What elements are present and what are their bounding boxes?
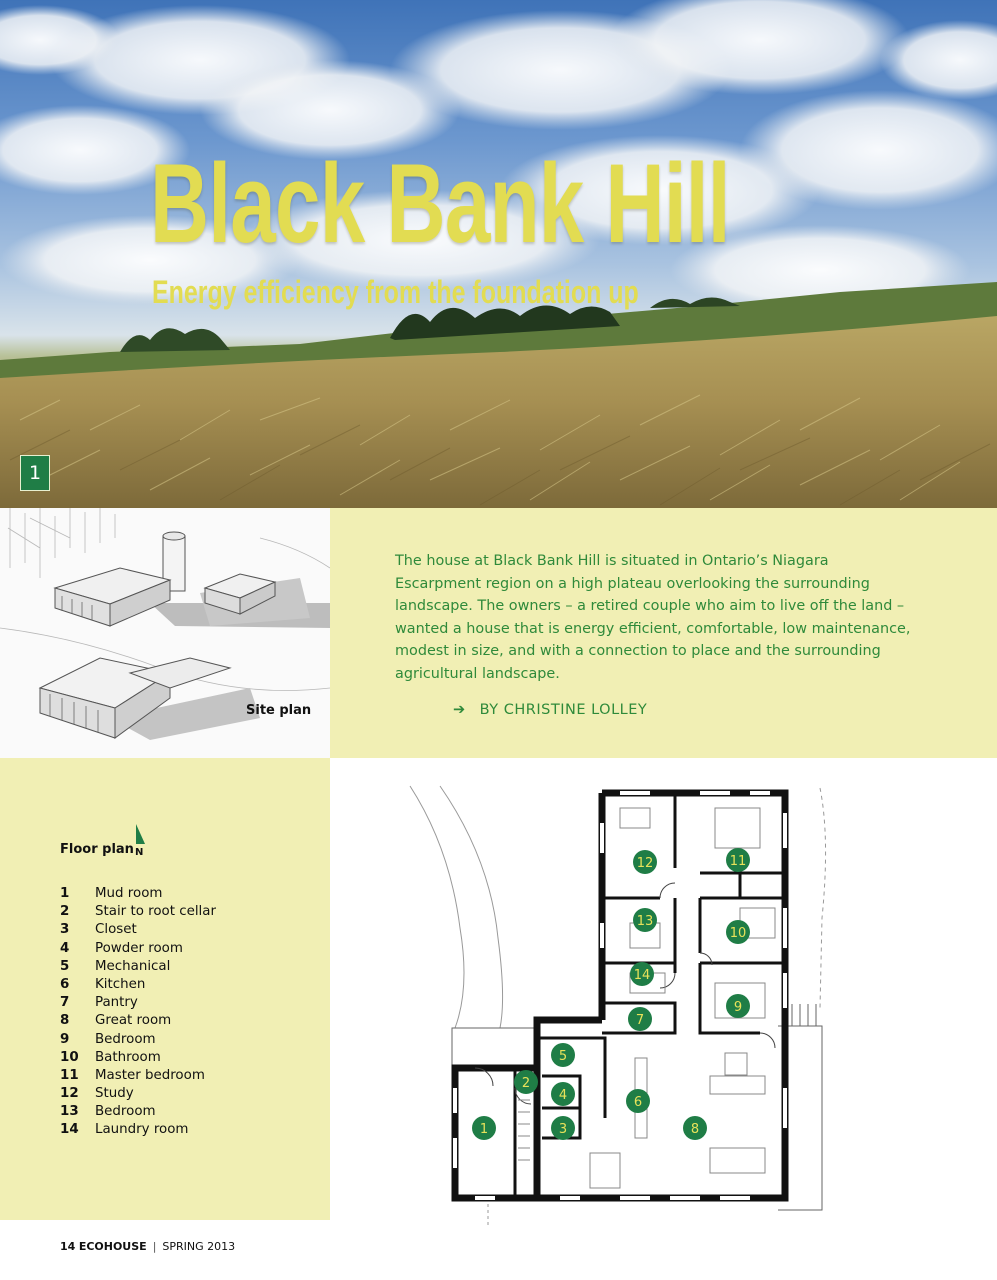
photo-number-badge: 1 <box>20 455 50 491</box>
svg-text:2: 2 <box>522 1076 530 1091</box>
room-badge-8: 8 <box>683 1116 707 1140</box>
svg-text:3: 3 <box>559 1122 567 1137</box>
byline: ➔ BY CHRISTINE LOLLEY <box>453 702 647 718</box>
svg-text:9: 9 <box>734 1000 742 1015</box>
hero-photo: Black Bank Hill Energy efficiency from t… <box>0 0 997 508</box>
site-plan-label: Site plan <box>246 703 312 718</box>
svg-text:7: 7 <box>636 1013 644 1028</box>
article-subtitle: Energy efficiency from the foundation up <box>152 274 639 310</box>
arrow-right-icon: ➔ <box>453 702 466 718</box>
svg-text:12: 12 <box>637 856 654 871</box>
site-plan-drawing <box>0 508 330 740</box>
intro-panel: The house at Black Bank Hill is situated… <box>330 508 997 758</box>
svg-text:13: 13 <box>637 914 654 929</box>
svg-text:5: 5 <box>559 1049 567 1064</box>
room-badge-10: 10 <box>726 920 750 944</box>
room-badge-1: 1 <box>472 1116 496 1140</box>
author-name: BY CHRISTINE LOLLEY <box>479 702 648 718</box>
tree-line <box>390 305 620 340</box>
svg-text:11: 11 <box>730 854 747 869</box>
issue-date: SPRING 2013 <box>162 1240 236 1253</box>
north-arrow-icon: N <box>135 824 145 858</box>
room-badges: 1 2 3 4 5 6 7 8 9 10 11 12 13 14 <box>472 848 750 1140</box>
windows <box>453 791 787 1200</box>
footer-separator: | <box>152 1240 157 1253</box>
exterior-walls <box>451 789 789 1202</box>
page-footer: 14 ECOHOUSE | SPRING 2013 <box>60 1240 235 1253</box>
svg-text:14: 14 <box>634 968 651 983</box>
room-badge-14: 14 <box>630 962 654 986</box>
room-badge-5: 5 <box>551 1043 575 1067</box>
room-badge-3: 3 <box>551 1116 575 1140</box>
magazine-name: ECOHOUSE <box>78 1240 147 1253</box>
svg-text:4: 4 <box>559 1088 567 1103</box>
door-swings <box>474 882 776 1105</box>
svg-text:6: 6 <box>634 1095 642 1110</box>
floor-plan-panel: 1 2 3 4 5 6 7 8 9 10 11 12 13 14 <box>330 758 997 1228</box>
room-badge-4: 4 <box>551 1082 575 1106</box>
svg-text:1: 1 <box>480 1122 488 1137</box>
svg-text:10: 10 <box>730 926 747 941</box>
grass-strokes <box>19 394 961 501</box>
room-badge-12: 12 <box>633 850 657 874</box>
article-title: Black Bank Hill <box>150 141 731 266</box>
room-badge-11: 11 <box>726 848 750 872</box>
room-badge-2: 2 <box>514 1070 538 1094</box>
floor-plan-drawing: 1 2 3 4 5 6 7 8 9 10 11 12 13 14 <box>409 785 827 1228</box>
landscape-illustration <box>0 0 997 508</box>
grass-field <box>0 316 997 508</box>
svg-text:8: 8 <box>691 1122 699 1137</box>
north-label: N <box>135 847 143 858</box>
intro-paragraph: The house at Black Bank Hill is situated… <box>395 553 911 682</box>
page-number: 14 <box>60 1240 76 1253</box>
room-badge-6: 6 <box>626 1089 650 1113</box>
room-badge-9: 9 <box>726 994 750 1018</box>
site-plan-panel: Site plan <box>0 508 330 758</box>
floor-plan-title: Floor plan <box>60 842 134 857</box>
room-badge-7: 7 <box>628 1007 652 1031</box>
room-badge-13: 13 <box>633 908 657 932</box>
